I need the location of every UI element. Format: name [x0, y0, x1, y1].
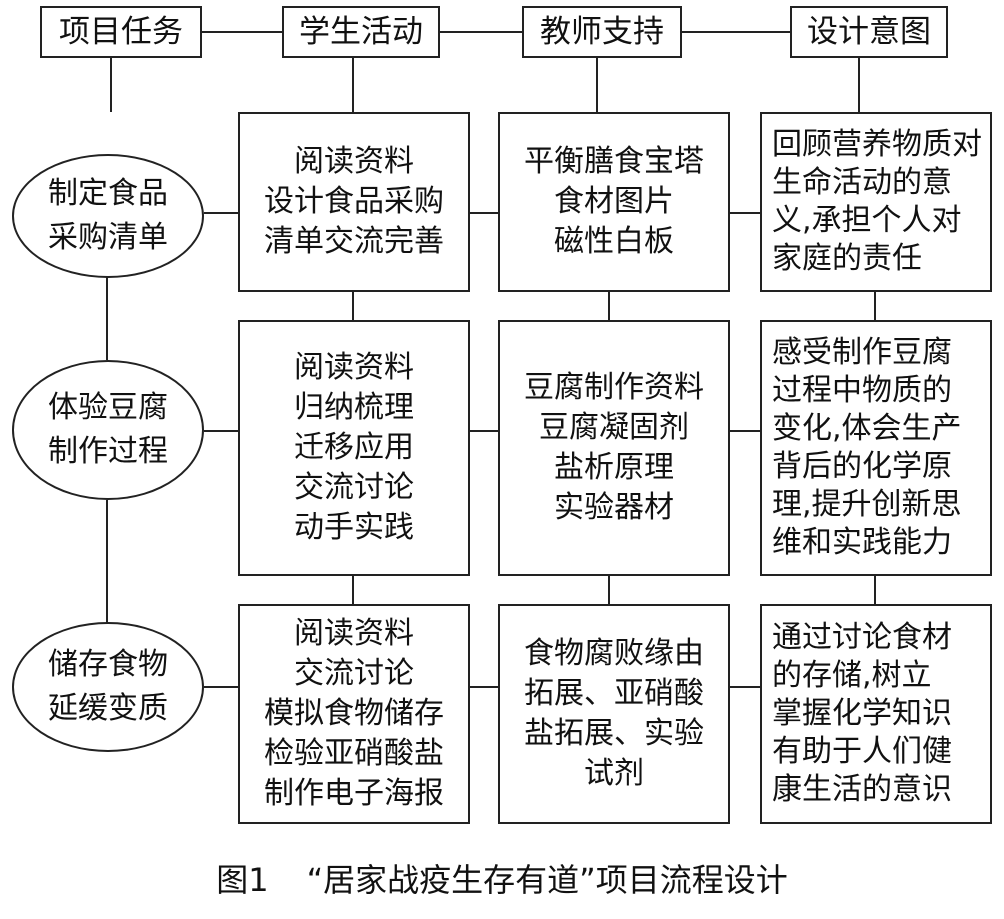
figure-caption: 图1 “居家战疫生存有道”项目流程设计: [0, 860, 1004, 900]
connector-row1-teacher-design: [728, 212, 762, 214]
teacher-support-1: 平衡膳食宝塔 食材图片 磁性白板: [498, 112, 730, 292]
connector-row3-student-teacher: [468, 686, 500, 688]
teacher-support-2-line-4: 实验器材: [554, 490, 674, 525]
design-intent-2-line-3: 变化,体会生产: [772, 411, 962, 446]
header-student: 学生活动: [282, 6, 440, 58]
design-intent-2-line-1: 感受制作豆腐: [772, 335, 952, 370]
connector-student-2-3: [352, 574, 354, 606]
student-activity-2-line-2: 归纳梳理: [294, 390, 414, 425]
student-activity-1-line-1: 阅读资料: [294, 144, 414, 179]
task-1-line-2: 采购清单: [48, 220, 168, 255]
connector-teacher-2-3: [608, 574, 610, 606]
task-3-line-2: 延缓变质: [48, 691, 168, 726]
design-intent-3-line-1: 通过讨论食材: [772, 620, 952, 655]
connector-student-1-2: [352, 290, 354, 322]
design-intent-2-line-4: 背后的化学原: [772, 449, 952, 484]
teacher-support-1-line-2: 食材图片: [554, 184, 674, 219]
connector-row1-task-student: [204, 212, 240, 214]
student-activity-3-line-1: 阅读资料: [294, 616, 414, 651]
design-intent-3-line-5: 康生活的意识: [772, 772, 952, 807]
teacher-support-2-line-1: 豆腐制作资料: [524, 370, 704, 405]
design-intent-3-line-2: 的存储,树立: [772, 658, 932, 693]
header-task-label: 项目任务: [59, 14, 183, 50]
header-student-label: 学生活动: [299, 14, 423, 50]
task-2-ellipse: 体验豆腐 制作过程: [12, 360, 204, 500]
connector-row3-task-student: [204, 686, 240, 688]
task-2-line-1: 体验豆腐: [48, 390, 168, 425]
student-activity-2-line-1: 阅读资料: [294, 350, 414, 385]
header-teacher-label: 教师支持: [540, 14, 664, 50]
teacher-support-3-line-2: 拓展、亚硝酸: [524, 676, 704, 711]
connector-task-1-2: [106, 260, 108, 360]
teacher-support-3: 食物腐败缘由 拓展、亚硝酸 盐拓展、实验 试剂: [498, 604, 730, 824]
connector-design-header-down: [858, 56, 860, 114]
task-1-ellipse: 制定食品 采购清单: [12, 154, 204, 278]
teacher-support-2: 豆腐制作资料 豆腐凝固剂 盐析原理 实验器材: [498, 320, 730, 576]
student-activity-3-line-5: 制作电子海报: [264, 776, 444, 811]
task-3-line-1: 储存食物: [48, 647, 168, 682]
header-design: 设计意图: [790, 6, 948, 58]
student-activity-3: 阅读资料 交流讨论 模拟食物储存 检验亚硝酸盐 制作电子海报: [238, 604, 470, 824]
connector-student-header-down: [352, 56, 354, 114]
design-intent-3: 通过讨论食材 的存储,树立 掌握化学知识 有助于人们健 康生活的意识: [760, 604, 992, 824]
connector-teacher-1-2: [608, 290, 610, 322]
student-activity-1: 阅读资料 设计食品采购 清单交流完善: [238, 112, 470, 292]
student-activity-3-line-2: 交流讨论: [294, 656, 414, 691]
connector-design-1-2: [874, 290, 876, 322]
connector-row2-teacher-design: [728, 430, 762, 432]
task-3-ellipse: 储存食物 延缓变质: [12, 622, 204, 752]
design-intent-2: 感受制作豆腐 过程中物质的 变化,体会生产 背后的化学原 理,提升创新思 维和实…: [760, 320, 992, 576]
teacher-support-2-line-3: 盐析原理: [554, 450, 674, 485]
design-intent-2-line-6: 维和实践能力: [772, 525, 952, 560]
teacher-support-1-line-3: 磁性白板: [554, 224, 674, 259]
connector-task-2-3: [106, 500, 108, 624]
task-1-line-1: 制定食品: [48, 176, 168, 211]
figure-number: 图1: [216, 861, 269, 899]
teacher-support-2-line-2: 豆腐凝固剂: [539, 410, 689, 445]
task-2-line-2: 制作过程: [48, 434, 168, 469]
student-activity-3-line-3: 模拟食物储存: [264, 696, 444, 731]
connector-row2-task-student: [204, 430, 240, 432]
design-intent-1-line-3: 义,承担个人对: [772, 203, 962, 238]
connector-teacher-header-down: [596, 56, 598, 114]
connector-row2-student-teacher: [468, 430, 500, 432]
student-activity-2: 阅读资料 归纳梳理 迁移应用 交流讨论 动手实践: [238, 320, 470, 576]
header-teacher: 教师支持: [522, 6, 682, 58]
student-activity-1-line-3: 清单交流完善: [264, 224, 444, 259]
teacher-support-3-line-4: 试剂: [584, 756, 644, 791]
connector-task-header-down: [110, 56, 112, 112]
student-activity-2-line-4: 交流讨论: [294, 470, 414, 505]
connector-design-2-3: [874, 574, 876, 606]
design-intent-3-line-4: 有助于人们健: [772, 734, 952, 769]
design-intent-1-line-1: 回顾营养物质对: [772, 127, 982, 162]
header-design-label: 设计意图: [807, 14, 931, 50]
design-intent-1-line-2: 生命活动的意: [772, 165, 952, 200]
student-activity-2-line-5: 动手实践: [294, 510, 414, 545]
design-intent-2-line-2: 过程中物质的: [772, 373, 952, 408]
connector-row3-teacher-design: [728, 686, 762, 688]
design-intent-3-line-3: 掌握化学知识: [772, 696, 952, 731]
connector-header-row: [200, 31, 820, 33]
figure-title: “居家战疫生存有道”项目流程设计: [306, 861, 788, 899]
student-activity-2-line-3: 迁移应用: [294, 430, 414, 465]
teacher-support-1-line-1: 平衡膳食宝塔: [524, 144, 704, 179]
student-activity-1-line-2: 设计食品采购: [264, 184, 444, 219]
header-task: 项目任务: [40, 6, 202, 58]
design-intent-1: 回顾营养物质对 生命活动的意 义,承担个人对 家庭的责任: [760, 112, 992, 292]
student-activity-3-line-4: 检验亚硝酸盐: [264, 736, 444, 771]
teacher-support-3-line-3: 盐拓展、实验: [524, 716, 704, 751]
teacher-support-3-line-1: 食物腐败缘由: [524, 636, 704, 671]
connector-row1-student-teacher: [468, 212, 500, 214]
design-intent-1-line-4: 家庭的责任: [772, 241, 922, 276]
design-intent-2-line-5: 理,提升创新思: [772, 487, 962, 522]
